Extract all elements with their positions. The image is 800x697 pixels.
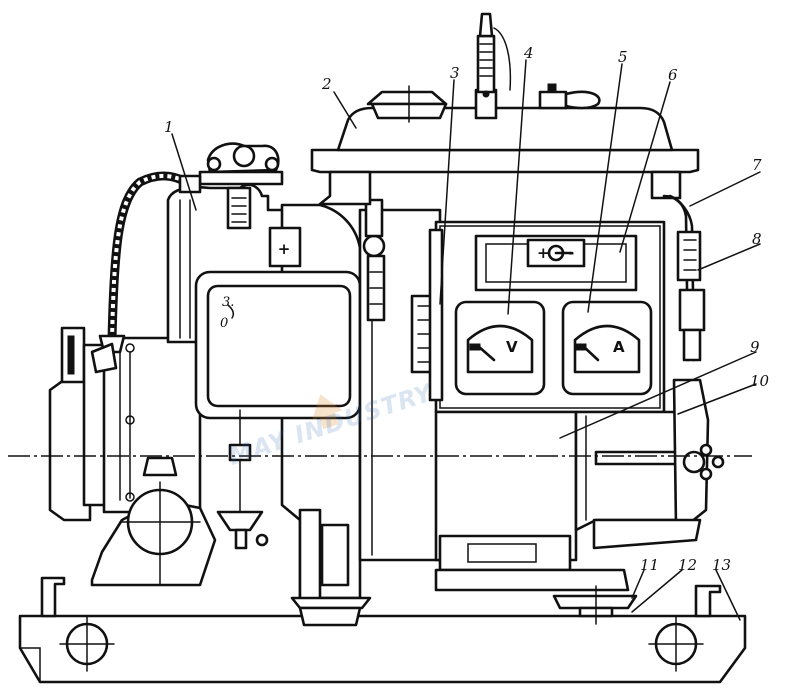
ammeter: A <box>561 300 653 396</box>
callout-7: 7 <box>752 156 762 174</box>
housing-mark-top: 3. <box>222 295 234 310</box>
callout-5: 5 <box>618 48 628 66</box>
right-accessories <box>662 194 706 362</box>
callout-labels: 1 2 3 4 5 6 7 8 9 10 11 12 13 <box>164 44 770 574</box>
callout-9: 9 <box>750 338 760 356</box>
callout-11: 11 <box>640 556 659 574</box>
callout-6: 6 <box>668 66 678 84</box>
callout-12: 12 <box>678 556 697 574</box>
control-panel: + - V A <box>428 220 666 414</box>
leader-lines <box>171 59 761 621</box>
switch-plus-sign: + <box>537 244 550 262</box>
alternator-lower <box>434 378 725 625</box>
terminal-plus-sign: + <box>278 240 291 258</box>
callout-8: 8 <box>752 230 762 248</box>
watermark-logo-icon <box>311 394 343 430</box>
callout-13: 13 <box>712 556 731 574</box>
callout-1: 1 <box>164 118 174 136</box>
fuel-tank <box>310 12 700 206</box>
flywheel-assembly <box>48 326 217 587</box>
voltmeter-letter: V <box>506 338 518 356</box>
ammeter-letter: A <box>613 338 625 356</box>
base-frame <box>18 576 747 684</box>
generator-housing: + 3. 0 <box>194 203 372 627</box>
callout-10: 10 <box>750 372 770 390</box>
callout-4: 4 <box>523 44 534 62</box>
callout-2: 2 <box>321 75 332 93</box>
housing-mark-bottom: 0 <box>220 316 228 331</box>
callout-3: 3 <box>450 64 460 82</box>
voltmeter: V <box>454 300 546 396</box>
fuel-hose <box>90 171 189 374</box>
